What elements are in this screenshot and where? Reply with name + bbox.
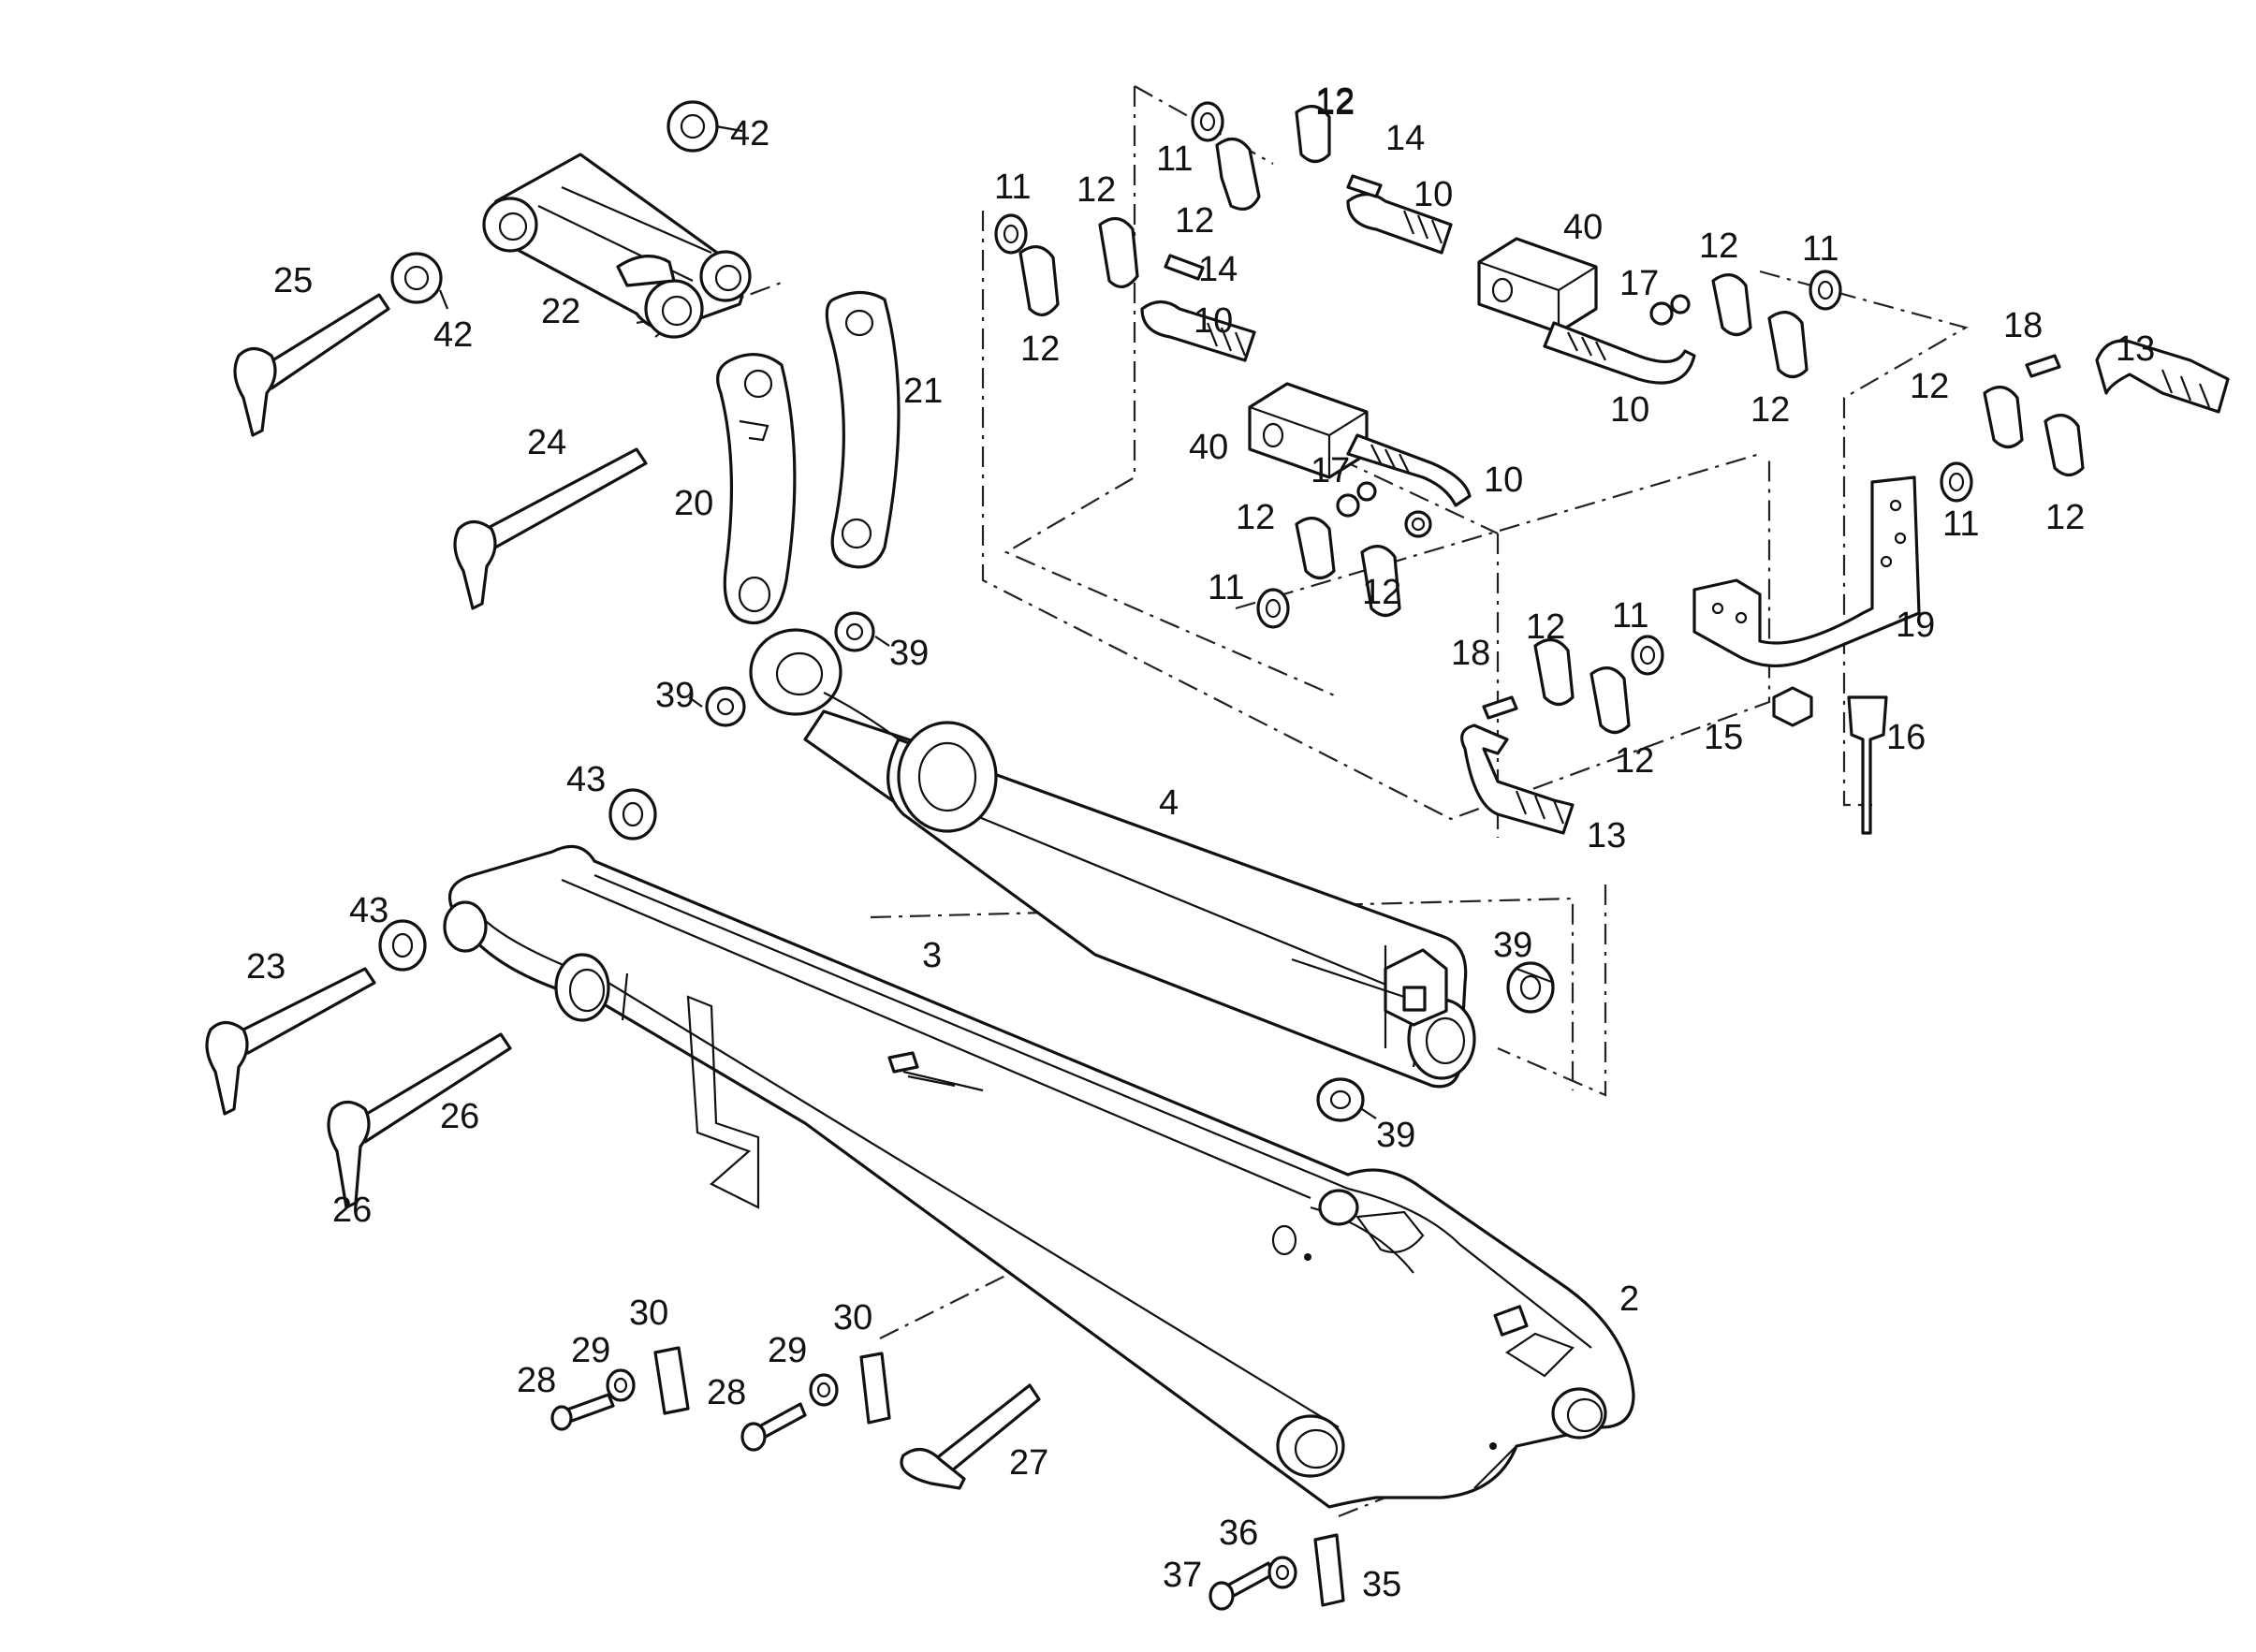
label-part-12l: 12 <box>1615 741 1654 781</box>
boom-part-2 <box>443 844 1635 1509</box>
label-part-16: 16 <box>1886 718 1926 757</box>
label-part-39d: 39 <box>1376 1116 1415 1155</box>
label-part-29b: 29 <box>768 1331 807 1370</box>
label-part-30a: 30 <box>629 1294 668 1333</box>
label-part-39b: 39 <box>655 676 695 715</box>
label-part-29a: 29 <box>571 1331 610 1370</box>
label-part-39c: 39 <box>1493 926 1532 965</box>
rocker-part-22 <box>482 153 752 339</box>
part-number-labels: 2 3 4 10 10 10 10 11 11 11 11 11 11 12 1… <box>246 81 2155 1604</box>
pin-part-24 <box>453 447 648 610</box>
label-part-40b: 40 <box>1189 428 1228 467</box>
label-part-18a: 18 <box>2003 306 2043 345</box>
label-part-37: 37 <box>1163 1556 1202 1595</box>
label-part-3: 3 <box>922 936 942 975</box>
label-part-12i: 12 <box>1910 367 1949 406</box>
label-part-11d: 11 <box>1942 504 1979 544</box>
label-part-2: 2 <box>1619 1279 1639 1319</box>
label-part-13a: 13 <box>2116 329 2155 369</box>
label-part-11e: 11 <box>1612 596 1648 636</box>
label-part-11b: 11 <box>994 168 1031 207</box>
cylinder-part-4 <box>749 628 1476 1089</box>
label-part-12k: 12 <box>1526 607 1565 647</box>
tag-part-3 <box>887 1051 984 1092</box>
label-part-43a: 43 <box>566 760 606 799</box>
label-part-40a: 40 <box>1563 208 1603 247</box>
label-part-22: 22 <box>541 292 580 331</box>
label-part-13b: 13 <box>1587 816 1626 855</box>
label-part-36: 36 <box>1219 1513 1258 1553</box>
label-part-28a: 28 <box>517 1361 556 1400</box>
link-part-20 <box>716 353 797 625</box>
label-part-18b: 18 <box>1451 634 1490 673</box>
label-part-15: 15 <box>1704 718 1743 757</box>
label-part-42b: 42 <box>433 315 473 355</box>
label-part-12a: 12 <box>1315 81 1355 121</box>
label-part-23: 23 <box>246 947 286 987</box>
label-part-10b: 10 <box>1194 301 1233 341</box>
label-part-10c: 10 <box>1610 390 1649 430</box>
pin-part-23 <box>205 967 376 1116</box>
label-part-4: 4 <box>1159 783 1179 823</box>
pin-part-27 <box>900 1383 1041 1490</box>
label-part-11f: 11 <box>1208 568 1244 607</box>
label-part-24: 24 <box>527 423 566 462</box>
label-part-12f: 12 <box>1751 390 1790 430</box>
label-part-12c: 12 <box>1077 170 1116 210</box>
label-part-26a: 26 <box>440 1097 479 1136</box>
label-part-12d: 12 <box>1020 329 1060 369</box>
label-part-27: 27 <box>1009 1443 1048 1483</box>
label-part-12g: 12 <box>1236 498 1275 537</box>
label-part-12b: 12 <box>1175 201 1214 241</box>
link-part-21 <box>825 290 901 569</box>
pin-part-26 <box>327 1032 512 1209</box>
label-part-12h: 12 <box>1362 573 1401 612</box>
label-part-19: 19 <box>1896 606 1935 645</box>
label-part-43b: 43 <box>349 891 388 930</box>
label-part-17a: 17 <box>1619 264 1659 303</box>
label-part-12m: 12 <box>1315 83 1355 123</box>
label-part-10a: 10 <box>1414 175 1453 214</box>
label-part-12e: 12 <box>1699 227 1738 266</box>
label-part-25: 25 <box>273 261 313 300</box>
label-part-14a: 14 <box>1385 119 1425 158</box>
label-part-14b: 14 <box>1198 250 1238 289</box>
hydraulic-lines-right <box>1460 339 2230 835</box>
label-part-12j: 12 <box>2045 498 2085 537</box>
label-part-39a: 39 <box>889 634 929 673</box>
leader-lines <box>438 124 1555 1119</box>
small-hardware <box>550 1346 1345 1611</box>
label-part-35: 35 <box>1362 1565 1401 1604</box>
label-part-42a: 42 <box>730 114 769 154</box>
label-part-26b: 26 <box>332 1191 372 1230</box>
label-part-28b: 28 <box>707 1373 746 1412</box>
label-part-17b: 17 <box>1311 451 1350 490</box>
label-part-10d: 10 <box>1484 461 1523 500</box>
label-part-30b: 30 <box>833 1298 872 1338</box>
label-part-11c: 11 <box>1802 229 1838 269</box>
label-part-20: 20 <box>674 484 713 523</box>
hydraulic-lines-upper <box>994 101 1842 629</box>
pin-part-25 <box>233 293 390 437</box>
label-part-11a: 11 <box>1156 139 1193 179</box>
label-part-21: 21 <box>903 372 943 411</box>
